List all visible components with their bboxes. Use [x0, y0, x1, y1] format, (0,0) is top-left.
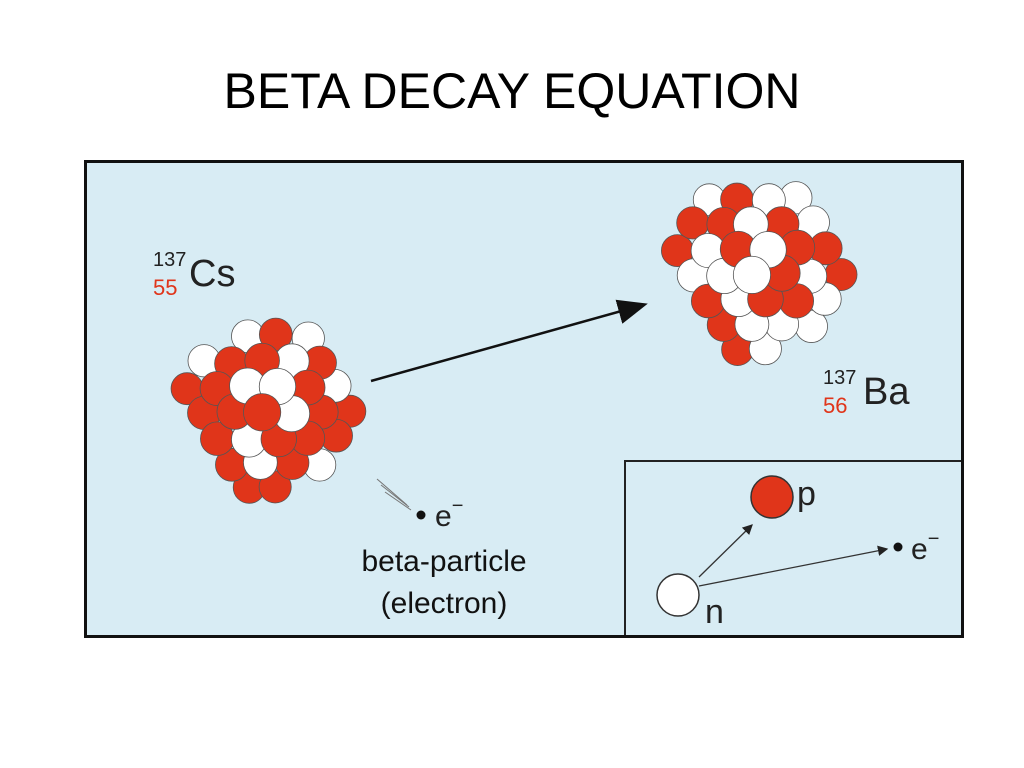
barium-label: 137 56 Ba: [823, 367, 943, 427]
nucleon: [732, 255, 771, 294]
beta-particle-caption: beta-particle (electron): [309, 545, 579, 621]
inset-electron-charge: −: [927, 528, 940, 550]
electron-charge: −: [451, 495, 464, 517]
neutron-label: n: [705, 593, 724, 631]
cesium-nucleus: [170, 317, 367, 504]
cesium-atomic-number: 55: [153, 275, 178, 300]
caption-line-1: beta-particle: [361, 545, 527, 578]
electron-dot: [416, 510, 426, 520]
barium-symbol: Ba: [863, 371, 910, 413]
motion-lines: [376, 478, 412, 511]
cesium-mass-number: 137: [153, 249, 187, 271]
inset-electron-dot: [893, 542, 903, 552]
diagram-panel: 137 55 Cs 137 56 Ba e− beta-particle (el…: [84, 160, 964, 638]
decay-arrow: [370, 299, 648, 383]
electron-label: e−: [435, 495, 463, 534]
caption-line-2: (electron): [380, 587, 508, 620]
inset-box: [624, 460, 961, 635]
barium-atomic-number: 56: [823, 393, 848, 418]
n-to-p-arrow: [698, 524, 753, 578]
electron-symbol: e: [435, 500, 452, 533]
diagram-art: [170, 181, 903, 617]
page-title: BETA DECAY EQUATION: [223, 63, 801, 119]
barium-mass-number: 137: [823, 367, 857, 389]
proton-label: p: [797, 475, 816, 513]
inset-electron-symbol: e: [911, 533, 928, 566]
inset-electron-label: e−: [911, 528, 939, 567]
cesium-symbol: Cs: [189, 253, 236, 295]
barium-nucleus: [661, 181, 858, 366]
neutron-circle: [656, 573, 700, 617]
nucleon: [243, 393, 282, 432]
cesium-label: 137 55 Cs: [153, 249, 273, 309]
proton-circle: [750, 475, 794, 519]
n-to-e-arrow: [698, 545, 889, 587]
inset-art: [656, 475, 903, 617]
